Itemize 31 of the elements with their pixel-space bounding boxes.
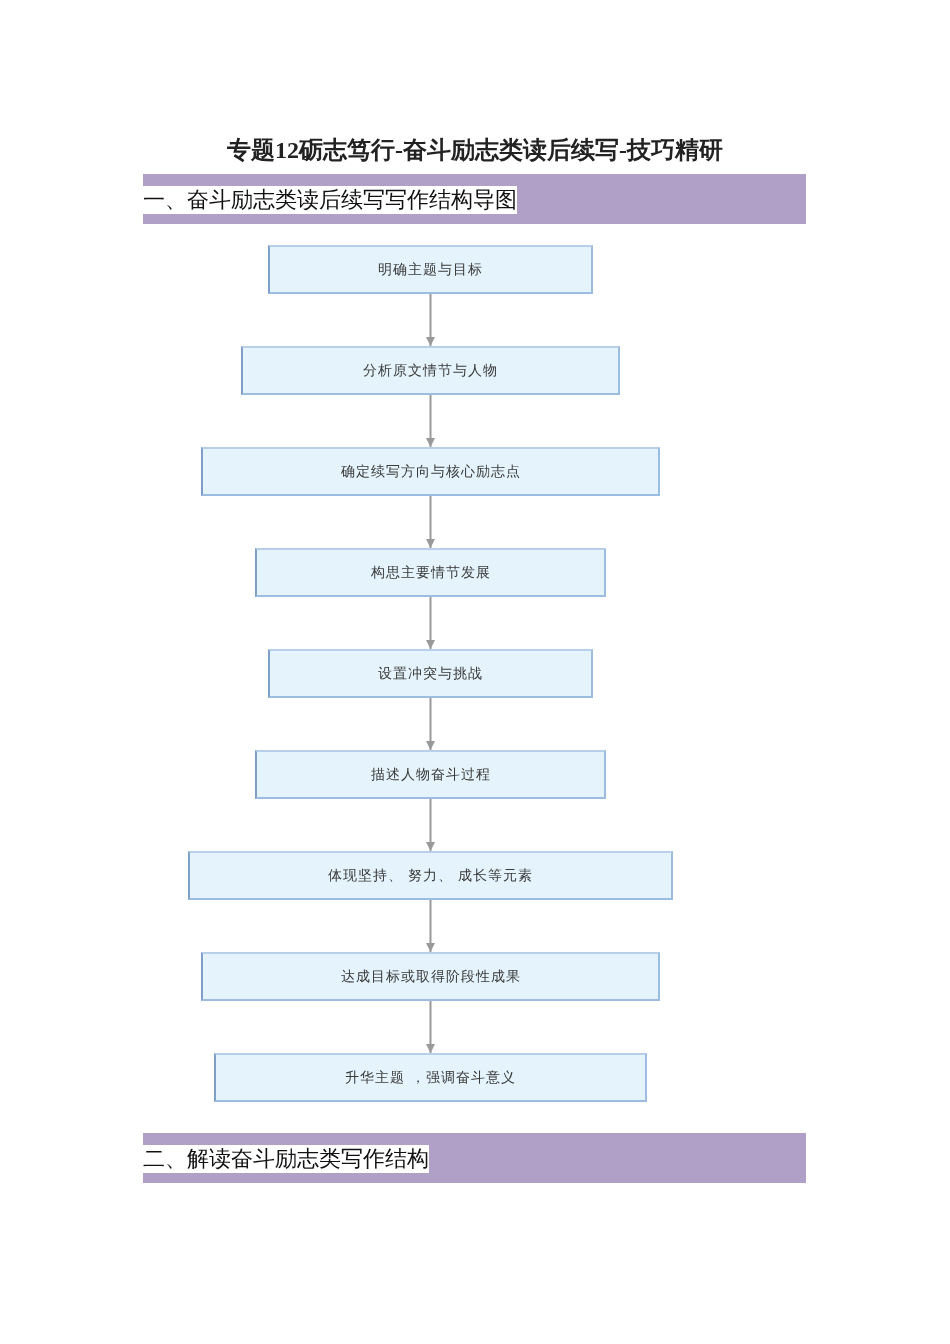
arrow <box>426 1000 435 1054</box>
step-text: 体现坚持、 努力、 成长等元素 <box>327 866 534 885</box>
step-text: 设置冲突与挑战 <box>378 664 483 683</box>
step-text: 描述人物奋斗过程 <box>370 765 491 784</box>
arrow <box>426 596 435 650</box>
step-text: 明确主题与目标 <box>378 260 483 279</box>
process-box <box>255 548 606 597</box>
process-box <box>268 245 593 294</box>
arrow <box>426 899 435 953</box>
section-heading-band <box>143 1133 806 1183</box>
arrow <box>426 697 435 751</box>
arrow <box>426 495 435 549</box>
arrow <box>426 293 435 347</box>
step-text: 分析原文情节与人物 <box>363 361 498 380</box>
section-heading: 二、解读奋斗励志类写作结构 <box>143 1145 429 1173</box>
section-heading: 一、奋斗励志类读后续写写作结构导图 <box>143 186 517 214</box>
page-title: 专题12砺志笃行-奋斗励志类读后续写-技巧精研 <box>226 136 724 165</box>
arrow <box>426 798 435 852</box>
process-box <box>241 346 620 395</box>
arrow <box>426 394 435 448</box>
process-box <box>255 750 606 799</box>
step-text: 确定续写方向与核心励志点 <box>340 462 521 481</box>
section-heading-band <box>143 174 806 224</box>
process-box <box>201 952 660 1001</box>
process-box <box>268 649 593 698</box>
process-box <box>214 1053 647 1102</box>
step-text: 升华主题 ，强调奋斗意义 <box>345 1068 516 1087</box>
process-box <box>201 447 660 496</box>
step-text: 达成目标或取得阶段性成果 <box>340 967 521 986</box>
step-text: 构思主要情节发展 <box>370 563 491 582</box>
process-box <box>188 851 673 900</box>
